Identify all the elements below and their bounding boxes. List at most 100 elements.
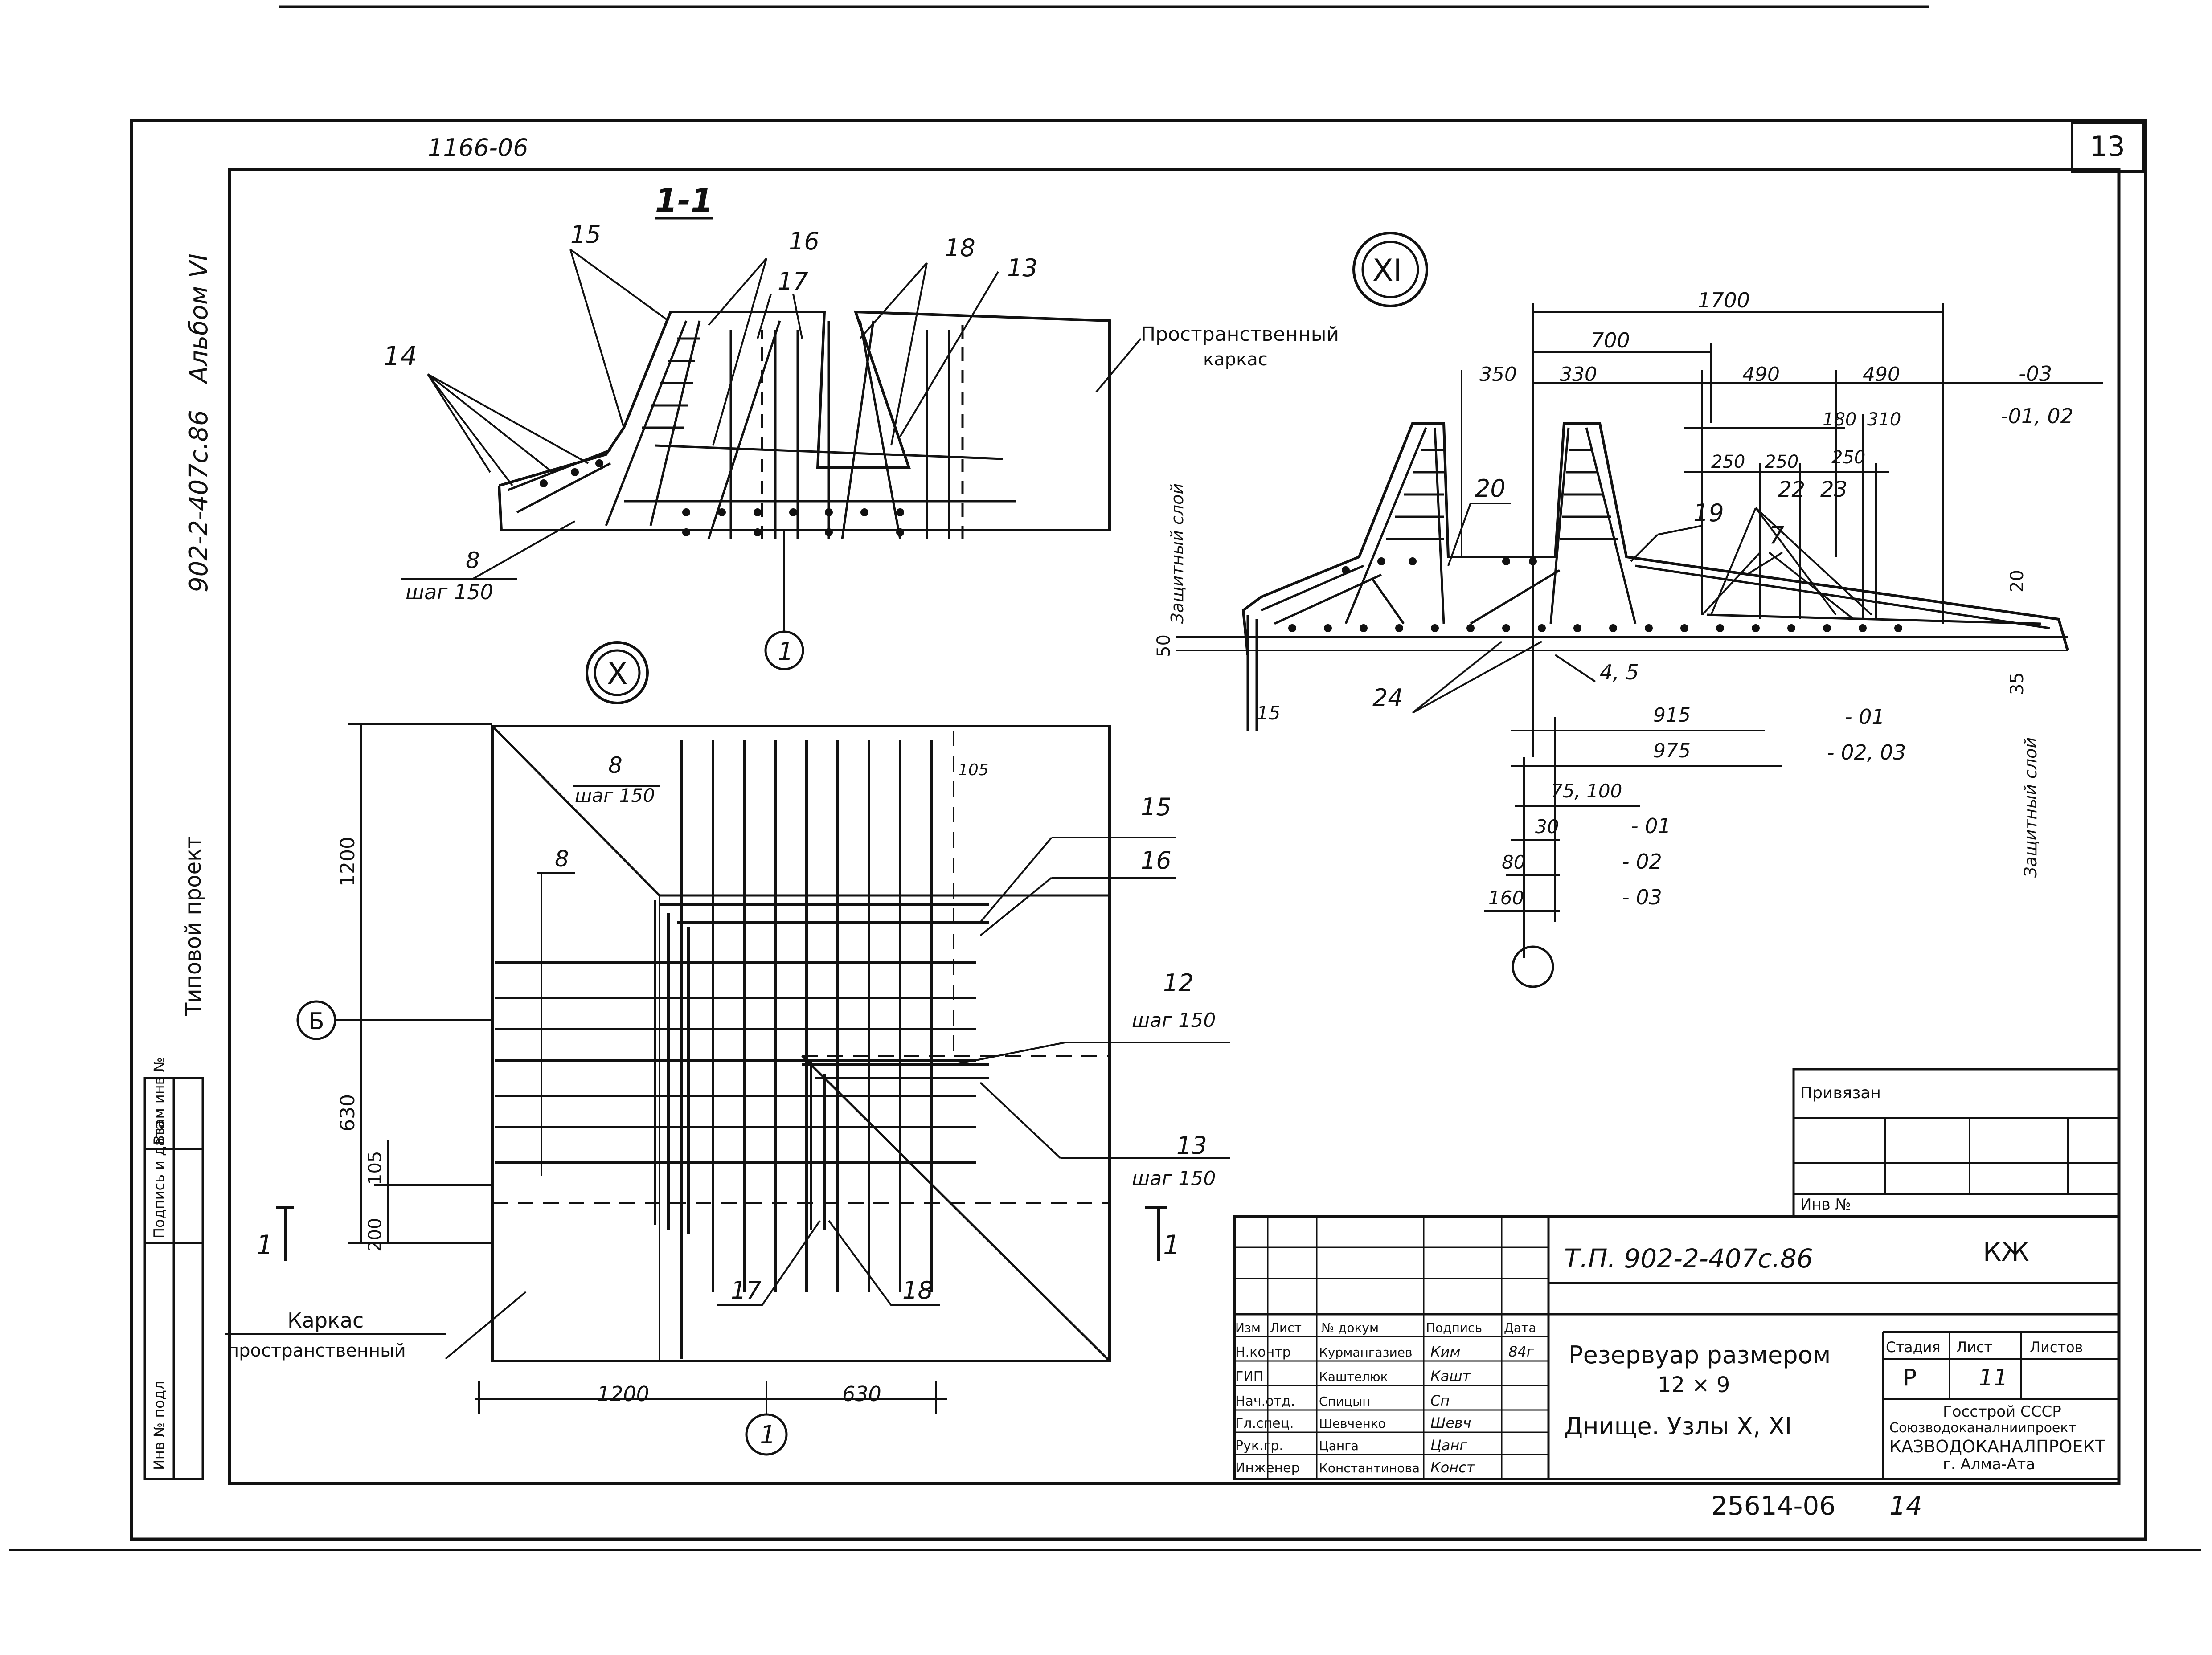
xi-dim-975: 975 — [1653, 740, 1691, 762]
node-x: X — [225, 641, 1230, 1456]
staff-role-3: Гл.спец. — [1235, 1416, 1294, 1431]
frame-label-line-2: каркас — [1203, 349, 1268, 370]
org-line-2: Союзводоканалниипроект — [1889, 1420, 2076, 1436]
axis-marker-1 — [764, 630, 804, 670]
node-xi-marker — [1352, 232, 1428, 307]
col-sign: Подпись — [1426, 1320, 1482, 1335]
xi-dim-160: 160 — [1488, 887, 1524, 909]
stamp-replaced-inv: Взам инв № — [151, 1057, 168, 1145]
side-code: 902-2-407с.86 — [184, 410, 213, 593]
dim-630-vertical: 630 — [336, 1094, 359, 1132]
bottom-number: 14 — [1889, 1491, 1922, 1521]
col-izm: Изм — [1235, 1320, 1261, 1335]
name-line-1: Резервуар размером — [1569, 1341, 1831, 1369]
xi-dim-250-c: 250 — [1831, 447, 1865, 468]
node-x-step-2: шаг 150 — [1132, 1009, 1216, 1032]
col-list: Лист — [1270, 1320, 1302, 1335]
node-xi-title: XI — [1372, 253, 1402, 288]
xi-dim-350: 350 — [1479, 363, 1517, 386]
stamp-inv-orig: Инв № подл — [151, 1381, 168, 1470]
sheet-number: 13 — [2090, 130, 2125, 163]
section-1-1: 1-1 — [383, 182, 1339, 670]
xi-dim-700: 700 — [1591, 328, 1630, 352]
node-x-callout-12: 12 — [1163, 969, 1194, 997]
dim-1200-vertical: 1200 — [336, 837, 359, 887]
xi-dim-4-5: 4, 5 — [1600, 660, 1639, 684]
xi-dim-915: 915 — [1653, 704, 1691, 727]
xi-dim-250-b: 250 — [1765, 452, 1798, 472]
col-doc: № докум — [1321, 1320, 1379, 1335]
staff-role-4: Рук.гр. — [1235, 1438, 1283, 1454]
node-x-title: X — [607, 656, 628, 691]
node-x-callout-8a: 8 — [608, 752, 623, 778]
axis-marker-1-bottom — [745, 1413, 788, 1456]
stage-value: Р — [1903, 1365, 1917, 1391]
name-line-3: Днище. Узлы X, XI — [1564, 1412, 1792, 1440]
name-line-2: 12 × 9 — [1658, 1373, 1730, 1398]
node-x-callout-18: 18 — [902, 1276, 933, 1304]
node-x-callout-13: 13 — [1176, 1132, 1207, 1160]
frame-label-line-1: Пространственный — [1141, 323, 1339, 346]
xi-callout-19: 19 — [1693, 499, 1724, 527]
xi-dim-490-a: 490 — [1742, 363, 1780, 386]
protective-layer-right: Защитный слой — [2021, 737, 2040, 878]
xi-suffix-01-02: -01, 02 — [2001, 404, 2073, 428]
xi-mark-30: - 01 — [1631, 814, 1671, 838]
callout-13: 13 — [1007, 254, 1038, 282]
project-type-label: Типовой проект — [181, 836, 206, 1016]
xi-dim-1700: 1700 — [1698, 288, 1750, 312]
dim-630-horizontal: 630 — [842, 1382, 881, 1406]
sheets-header: Листов — [2030, 1339, 2083, 1356]
node-x-callout-17: 17 — [731, 1276, 762, 1304]
staff-sign-4: Цанг — [1430, 1437, 1467, 1454]
sheet-number-box — [2071, 121, 2145, 173]
staff-date-0: 84г — [1508, 1343, 1534, 1360]
callout-15: 15 — [570, 221, 601, 249]
xi-mark-915: - 01 — [1845, 705, 1885, 729]
col-date: Дата — [1504, 1320, 1536, 1335]
title-block: Привязан Инв № Изм Лист № докум Подпись … — [1233, 1068, 2120, 1480]
xi-dim-310: 310 — [1867, 409, 1901, 430]
callout-18: 18 — [945, 234, 975, 262]
xi-mark-975: - 02, 03 — [1827, 740, 1906, 764]
staff-role-5: Инженер — [1235, 1460, 1300, 1476]
drawing-frame — [228, 168, 2121, 1485]
inv-label: Инв № — [1800, 1196, 1851, 1214]
doc-mark: КЖ — [1983, 1237, 2029, 1267]
doc-code: Т.П. 902-2-407с.86 — [1564, 1243, 1813, 1274]
stage-header: Стадия — [1886, 1339, 1941, 1356]
sheet-header: Лист — [1956, 1339, 1992, 1356]
node-x-callout-16: 16 — [1141, 846, 1172, 874]
section-outline — [498, 310, 1111, 531]
bottom-code: 25614-06 — [1711, 1491, 1835, 1521]
node-x-frame-label-2: пространственный — [227, 1340, 406, 1361]
sheet-value: 11 — [1979, 1365, 2008, 1391]
xi-mark-80: - 02 — [1622, 850, 1662, 874]
xi-callout-22: 22 — [1778, 477, 1805, 502]
node-xi: XI — [1154, 232, 2103, 988]
staff-sign-2: Сп — [1430, 1392, 1450, 1409]
node-xi-outline — [1241, 422, 2069, 655]
dim-105-vertical: 105 — [365, 1151, 385, 1185]
org-line-1: Госстрой СССР — [1943, 1403, 2061, 1421]
xi-dim-15: 15 — [1257, 702, 1280, 724]
staff-sign-5: Конст — [1430, 1459, 1475, 1476]
node-x-callout-15: 15 — [1141, 793, 1172, 821]
staff-sign-0: Ким — [1430, 1343, 1461, 1360]
xi-dim-30: 30 — [1535, 816, 1559, 838]
staff-name-5: Константинова — [1319, 1461, 1420, 1475]
album-label: Альбом VI — [184, 253, 213, 384]
xi-dim-80: 80 — [1502, 851, 1525, 873]
stamp-sign-date: Подпись и дата — [151, 1120, 168, 1238]
cut-mark-left: 1 — [256, 1230, 273, 1261]
org-line-3: КАЗВОДОКАНАЛПРОЕКТ — [1889, 1437, 2105, 1456]
callout-14: 14 — [383, 341, 417, 372]
node-x-frame-label-1: Каркас — [287, 1308, 364, 1332]
staff-name-1: Каштелюк — [1319, 1369, 1388, 1384]
dim-200-vertical: 200 — [365, 1218, 385, 1252]
section-1-1-title: 1-1 — [655, 182, 713, 219]
xi-callout-7: 7 — [1769, 521, 1784, 549]
axis-marker-1-bottom-label: 1 — [760, 1421, 776, 1450]
staff-name-3: Шевченко — [1319, 1416, 1386, 1431]
